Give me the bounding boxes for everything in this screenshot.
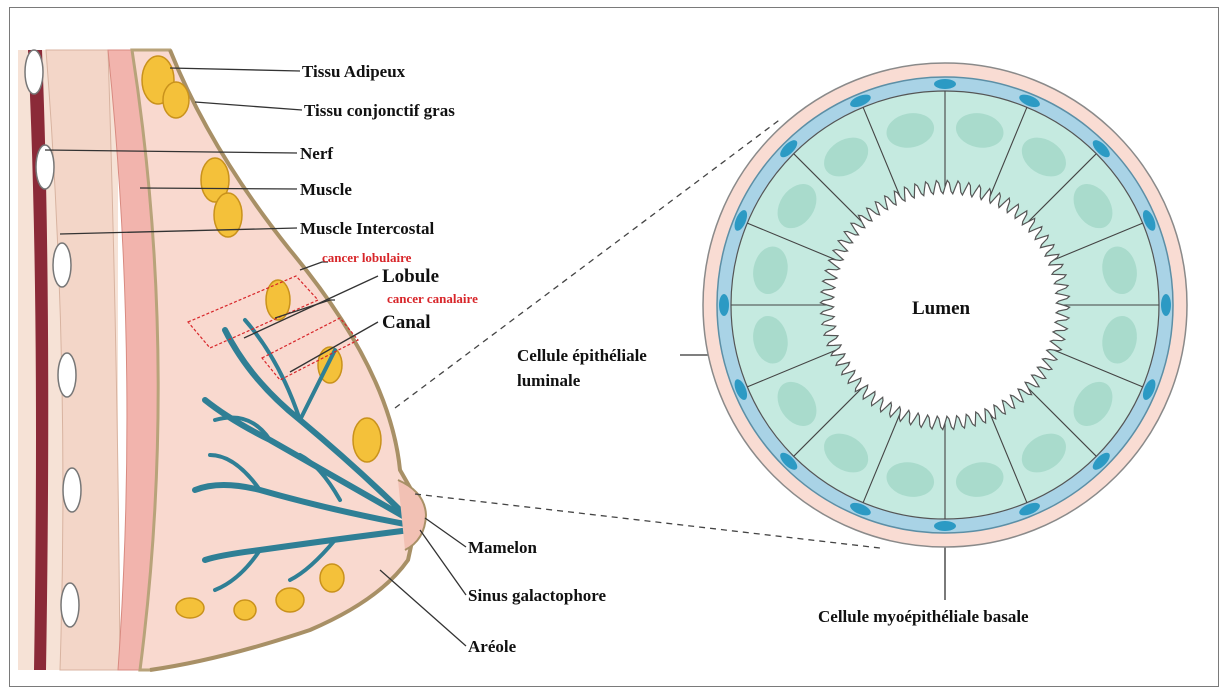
label-cellule-epitheliale-luminale: luminale <box>517 371 581 390</box>
label-areole: Aréole <box>468 637 517 656</box>
fat-lobule-icon <box>276 588 304 612</box>
label-cellule-myoepitheliale: Cellule myoépithéliale basale <box>818 607 1029 626</box>
rib-icon <box>53 243 71 287</box>
label-tissu-conjonctif: Tissu conjonctif gras <box>304 101 455 120</box>
rib-icon <box>36 145 54 189</box>
breast-section <box>18 50 426 670</box>
fat-lobule-icon <box>320 564 344 592</box>
rib-icon <box>58 353 76 397</box>
myoepithelial-nucleus <box>934 79 956 89</box>
label-nerf: Nerf <box>300 144 333 163</box>
fat-lobule-icon <box>234 600 256 620</box>
myoepithelial-nucleus <box>1161 294 1171 316</box>
label-cancer-lobulaire: cancer lobulaire <box>322 250 412 265</box>
fat-lobule-icon <box>176 598 204 618</box>
label-muscle-intercostal: Muscle Intercostal <box>300 219 435 238</box>
rib-icon <box>25 50 43 94</box>
rib-icon <box>61 583 79 627</box>
label-tissu-adipeux: Tissu Adipeux <box>302 62 406 81</box>
label-mamelon: Mamelon <box>468 538 537 557</box>
label-cellule-epitheliale: Cellule épithéliale <box>517 346 647 365</box>
myoepithelial-nucleus <box>719 294 729 316</box>
label-lumen: Lumen <box>912 298 971 319</box>
myoepithelial-nucleus <box>934 521 956 531</box>
label-muscle: Muscle <box>300 180 352 199</box>
fat-lobule-icon <box>163 82 189 118</box>
label-canal: Canal <box>382 312 431 333</box>
fat-lobule-icon <box>353 418 381 462</box>
label-lobule: Lobule <box>382 266 439 287</box>
breast-tissue <box>132 50 420 670</box>
label-sinus-galactophore: Sinus galactophore <box>468 586 607 605</box>
rib-icon <box>63 468 81 512</box>
label-cancer-canalaire: cancer canalaire <box>387 291 478 306</box>
